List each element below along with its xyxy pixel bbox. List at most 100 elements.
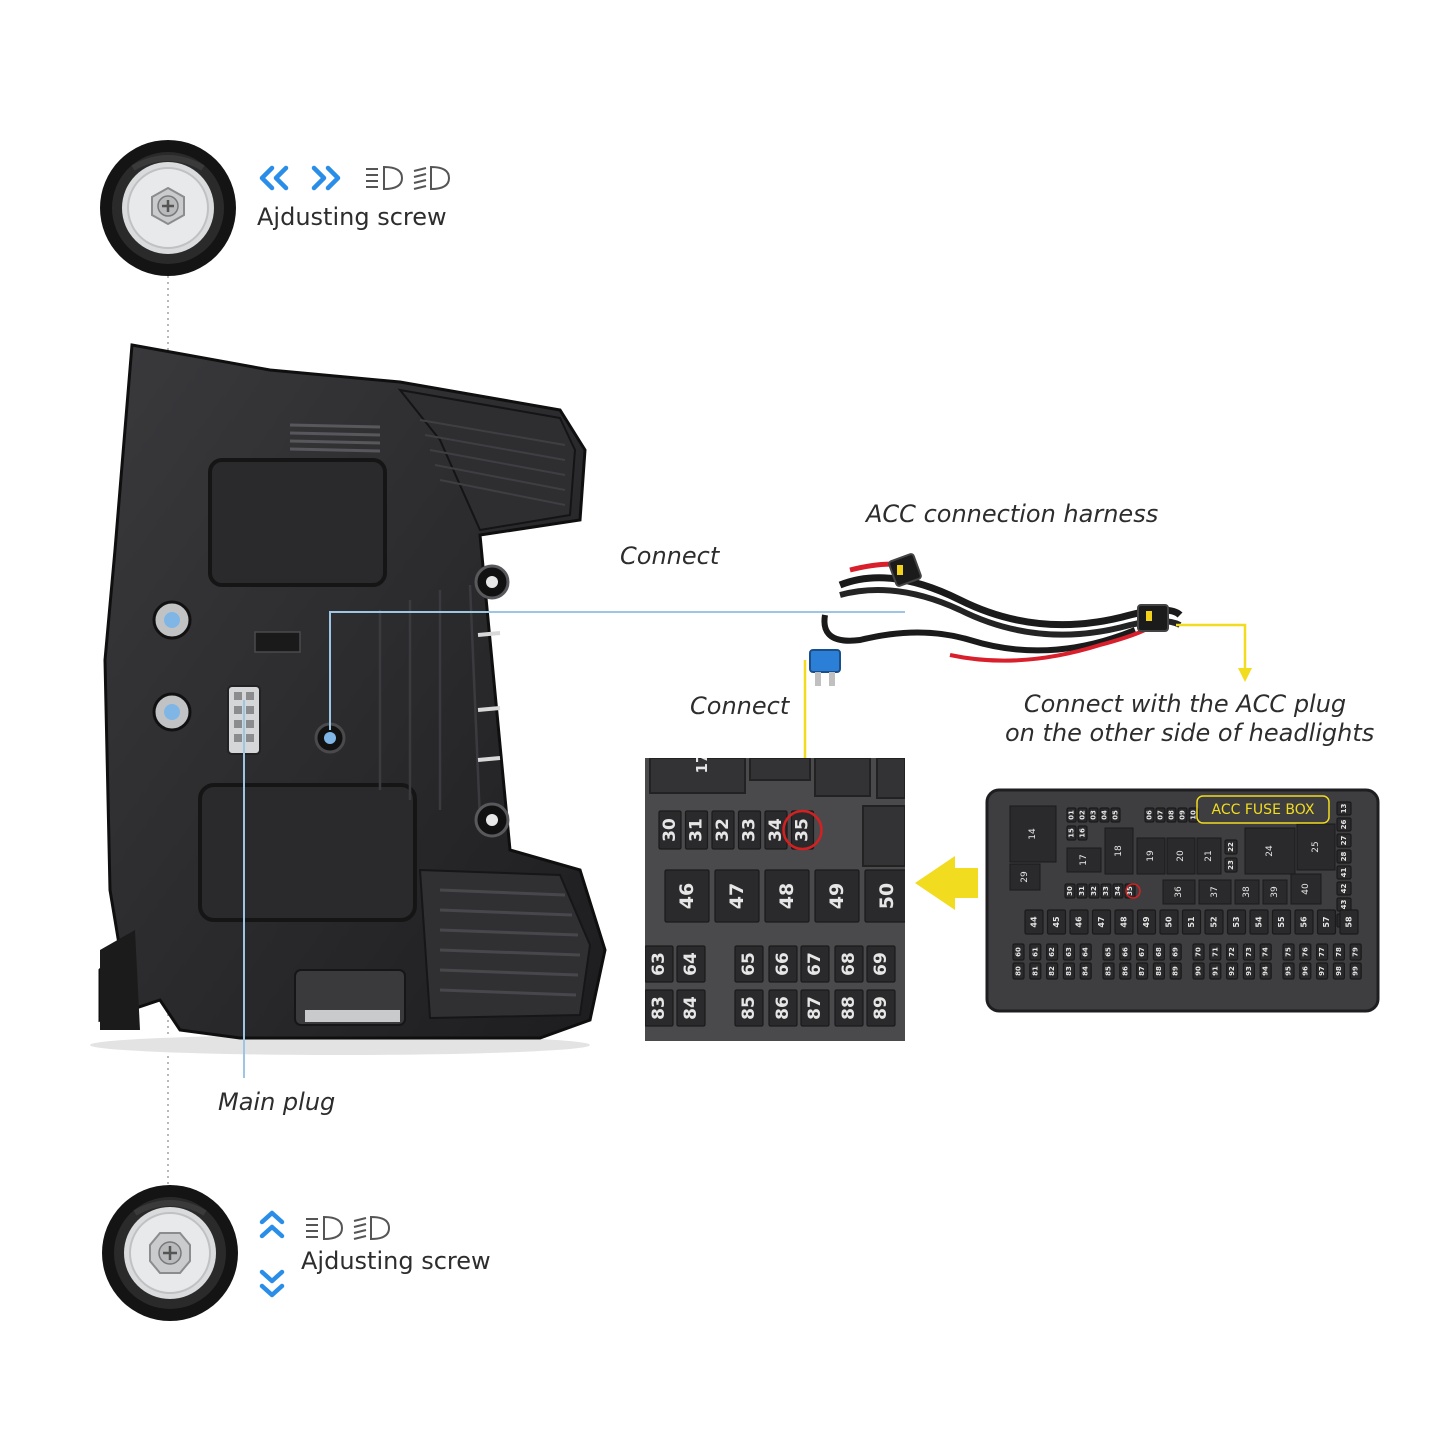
svg-text:88: 88 [1155, 966, 1163, 976]
svg-text:76: 76 [1301, 947, 1309, 957]
zoom-fuse-65: 65 [734, 945, 764, 983]
box-fuse-69: 69 [1169, 943, 1182, 961]
box-fuse-86: 86 [1119, 962, 1132, 980]
svg-text:75: 75 [1285, 947, 1293, 957]
box-fuse-76: 76 [1299, 943, 1312, 961]
svg-text:36: 36 [1174, 886, 1184, 898]
high-beam-icon [353, 1215, 391, 1241]
bottom-beam-icons [306, 1215, 391, 1241]
fuse-box-block-29: 29 [1009, 863, 1041, 891]
svg-text:86: 86 [1121, 966, 1129, 976]
svg-text:58: 58 [1345, 916, 1354, 928]
box-fuse-55: 55 [1271, 909, 1292, 935]
svg-text:17: 17 [1079, 854, 1089, 865]
svg-text:08: 08 [1168, 810, 1176, 820]
zoom-fuse-86: 86 [768, 989, 798, 1027]
svg-text:13: 13 [1340, 804, 1348, 814]
fuse-box-block-40: 40 [1290, 873, 1322, 905]
fuse-35-highlight [782, 809, 823, 851]
svg-text:65: 65 [1105, 947, 1113, 957]
box-fuse-60: 60 [1012, 943, 1025, 961]
svg-text:15: 15 [1068, 828, 1076, 838]
svg-text:27: 27 [1340, 836, 1348, 846]
fuse-box-block-25: 25 [1296, 823, 1336, 871]
svg-text:77: 77 [1318, 947, 1326, 957]
svg-text:68: 68 [839, 952, 859, 976]
zoom-fuse-64: 64 [676, 945, 706, 983]
svg-text:18: 18 [1114, 845, 1124, 857]
box-fuse-61: 61 [1029, 943, 1042, 961]
svg-text:26: 26 [1340, 820, 1348, 830]
box-fuse-16: 16 [1077, 825, 1088, 841]
zoom-fuse-49: 49 [814, 869, 860, 923]
box-fuse-68: 68 [1152, 943, 1165, 961]
fuse-box-block-39: 39 [1262, 879, 1288, 905]
box-fuse-97: 97 [1316, 962, 1329, 980]
box-fuse-23: 23 [1224, 857, 1238, 873]
connect-label-lower: Connect [690, 692, 790, 720]
box-fuse-42: 42 [1336, 881, 1352, 896]
svg-text:43: 43 [1340, 900, 1348, 910]
box-fuse-22: 22 [1224, 839, 1238, 855]
svg-text:35: 35 [1126, 886, 1134, 896]
box-fuse-46: 46 [1069, 909, 1089, 935]
box-fuse-48: 48 [1114, 909, 1134, 935]
zoom-fuse-30: 30 [658, 810, 682, 850]
box-fuse-09: 09 [1177, 807, 1188, 823]
box-fuse-75: 75 [1282, 943, 1295, 961]
svg-text:69: 69 [871, 952, 891, 976]
svg-text:33: 33 [740, 818, 760, 842]
box-fuse-82: 82 [1045, 962, 1059, 980]
svg-text:29: 29 [1020, 871, 1030, 883]
box-fuse-06: 06 [1144, 807, 1155, 823]
svg-text:46: 46 [676, 883, 698, 909]
svg-text:57: 57 [1322, 916, 1331, 927]
box-fuse-88: 88 [1152, 962, 1165, 980]
svg-text:91: 91 [1211, 966, 1219, 976]
svg-text:81: 81 [1031, 966, 1039, 976]
svg-text:74: 74 [1262, 947, 1270, 957]
high-beam-icon [413, 165, 451, 191]
svg-text:14: 14 [1028, 828, 1038, 840]
fuse-box-title-frame [1196, 795, 1330, 824]
zoom-fuse-63: 63 [645, 945, 674, 983]
zoom-fuse-84: 84 [676, 989, 706, 1027]
box-fuse-90: 90 [1192, 962, 1205, 980]
svg-text:30: 30 [660, 818, 680, 842]
svg-text:42: 42 [1340, 884, 1348, 894]
svg-text:54: 54 [1255, 916, 1264, 928]
svg-text:40: 40 [1301, 883, 1311, 895]
fuse-partial-label: 17 [693, 758, 711, 773]
svg-text:88: 88 [839, 996, 859, 1020]
box-fuse-62: 62 [1045, 943, 1059, 961]
zoom-fuse-50: 50 [864, 869, 905, 923]
svg-text:33: 33 [1102, 886, 1110, 896]
svg-text:84: 84 [681, 996, 701, 1020]
box-fuse-54: 54 [1249, 909, 1269, 935]
svg-text:23: 23 [1227, 860, 1235, 870]
box-fuse-73: 73 [1242, 943, 1255, 961]
svg-text:48: 48 [776, 883, 798, 909]
svg-text:56: 56 [1300, 916, 1309, 928]
svg-text:67: 67 [805, 952, 825, 976]
svg-text:87: 87 [1138, 966, 1146, 976]
zoom-fuse-68: 68 [834, 945, 864, 983]
svg-text:37: 37 [1210, 886, 1220, 897]
svg-text:07: 07 [1157, 810, 1165, 820]
box-fuse-05: 05 [1110, 807, 1121, 823]
svg-text:45: 45 [1052, 916, 1061, 928]
svg-text:22: 22 [1227, 842, 1235, 852]
box-fuse-33: 33 [1100, 883, 1112, 899]
svg-text:73: 73 [1245, 947, 1253, 957]
svg-text:09: 09 [1179, 810, 1187, 820]
box-fuse-91: 91 [1209, 962, 1222, 980]
fuse-box-block-24: 24 [1244, 827, 1296, 875]
box-fuse-84: 84 [1079, 962, 1092, 980]
svg-text:71: 71 [1211, 947, 1219, 957]
svg-text:31: 31 [687, 818, 707, 842]
svg-text:63: 63 [1065, 947, 1073, 957]
